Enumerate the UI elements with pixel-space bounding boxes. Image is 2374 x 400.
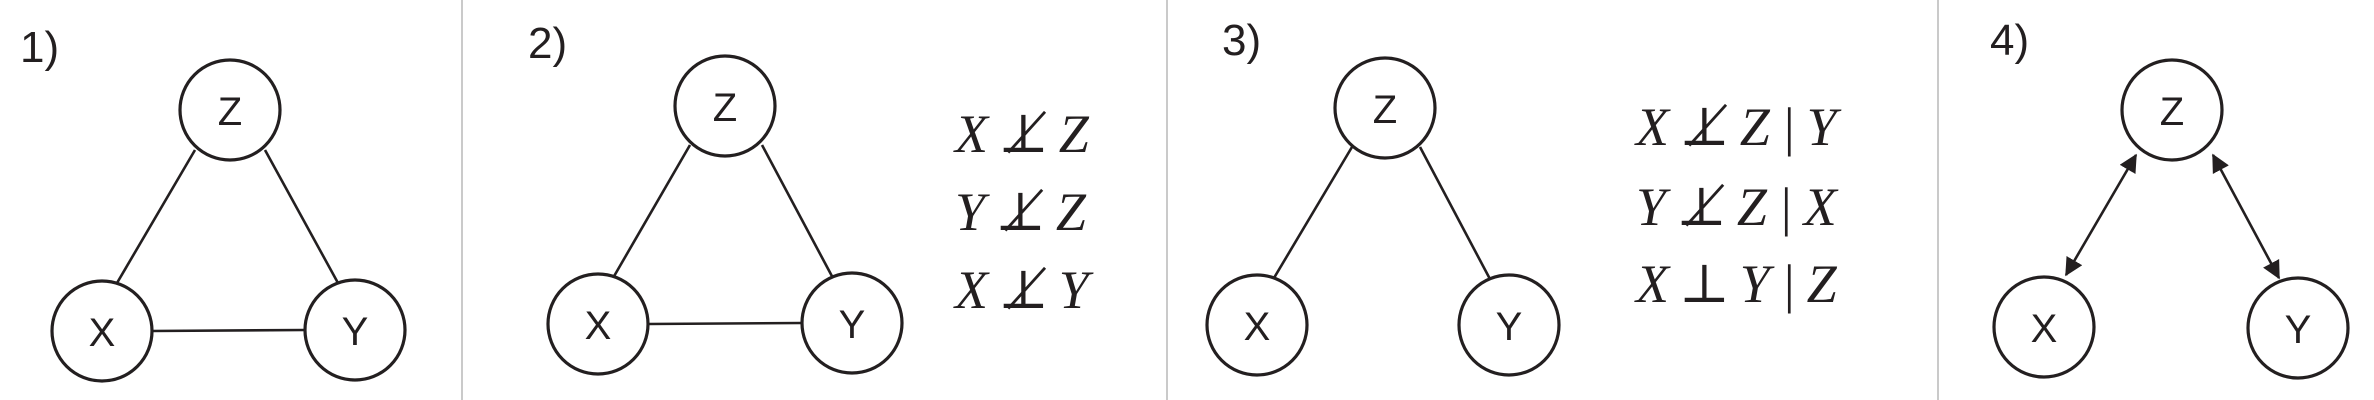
statement: Y⊥̸Z|X [1636, 177, 1839, 237]
node-label: X [1244, 305, 1271, 349]
panel-3: 3) Z X Y X⊥̸Z|Y Y⊥̸Z|X X⊥Y|Z [1205, 16, 1842, 377]
panel-number: 2) [528, 19, 567, 68]
node-y: Y [303, 278, 407, 382]
node-label: X [89, 311, 116, 355]
panel-number: 3) [1222, 16, 1261, 65]
node-x: X [1205, 273, 1309, 377]
edge-z-y [760, 144, 836, 281]
statement: X⊥̸Z [953, 104, 1090, 164]
node-label: Y [839, 303, 866, 347]
node-x: X [50, 279, 154, 383]
node-label: X [2031, 307, 2058, 351]
edge-z-x [115, 149, 197, 284]
node-y: Y [2246, 276, 2350, 380]
statement: X⊥Y|Z [1634, 254, 1838, 314]
node-z: Z [2120, 58, 2224, 162]
node-label: Y [342, 310, 369, 354]
edge-z-y [263, 149, 340, 284]
panel-2: 2) Z X Y X⊥̸Z Y⊥̸Z X⊥̸Y [528, 19, 1094, 376]
node-label: Y [2285, 308, 2312, 352]
node-label: Z [1373, 88, 1397, 132]
edge-z-x [611, 144, 692, 279]
panel-number: 1) [20, 23, 59, 72]
node-label: Z [218, 90, 242, 134]
bidirected-edge-z-y [2211, 153, 2281, 280]
bidirected-edge-x-z [2064, 153, 2138, 277]
node-z: Z [1333, 56, 1437, 160]
independence-statements: X⊥̸Z Y⊥̸Z X⊥̸Y [953, 104, 1094, 320]
node-z: Z [178, 58, 282, 162]
statement: X⊥̸Y [953, 260, 1094, 320]
independence-statements: X⊥̸Z|Y Y⊥̸Z|X X⊥Y|Z [1634, 97, 1842, 314]
node-y: Y [800, 271, 904, 375]
statement: Y⊥̸Z [955, 182, 1087, 242]
node-label: X [585, 304, 612, 348]
panel-number: 4) [1990, 16, 2029, 65]
node-y: Y [1457, 273, 1561, 377]
edge-z-x [1269, 146, 1354, 284]
node-label: Y [1496, 305, 1523, 349]
node-label: Z [2160, 90, 2184, 134]
panel-1: 1) Z X Y [20, 23, 407, 383]
node-label: Z [713, 86, 737, 130]
panel-4: 4) Z X Y [1990, 16, 2350, 380]
statement: X⊥̸Z|Y [1634, 97, 1842, 157]
edge-z-y [1418, 146, 1493, 282]
edge-x-y [150, 328, 306, 333]
edge-x-y [647, 321, 803, 326]
node-z: Z [673, 54, 777, 158]
node-x: X [1992, 275, 2096, 379]
node-x: X [546, 272, 650, 376]
